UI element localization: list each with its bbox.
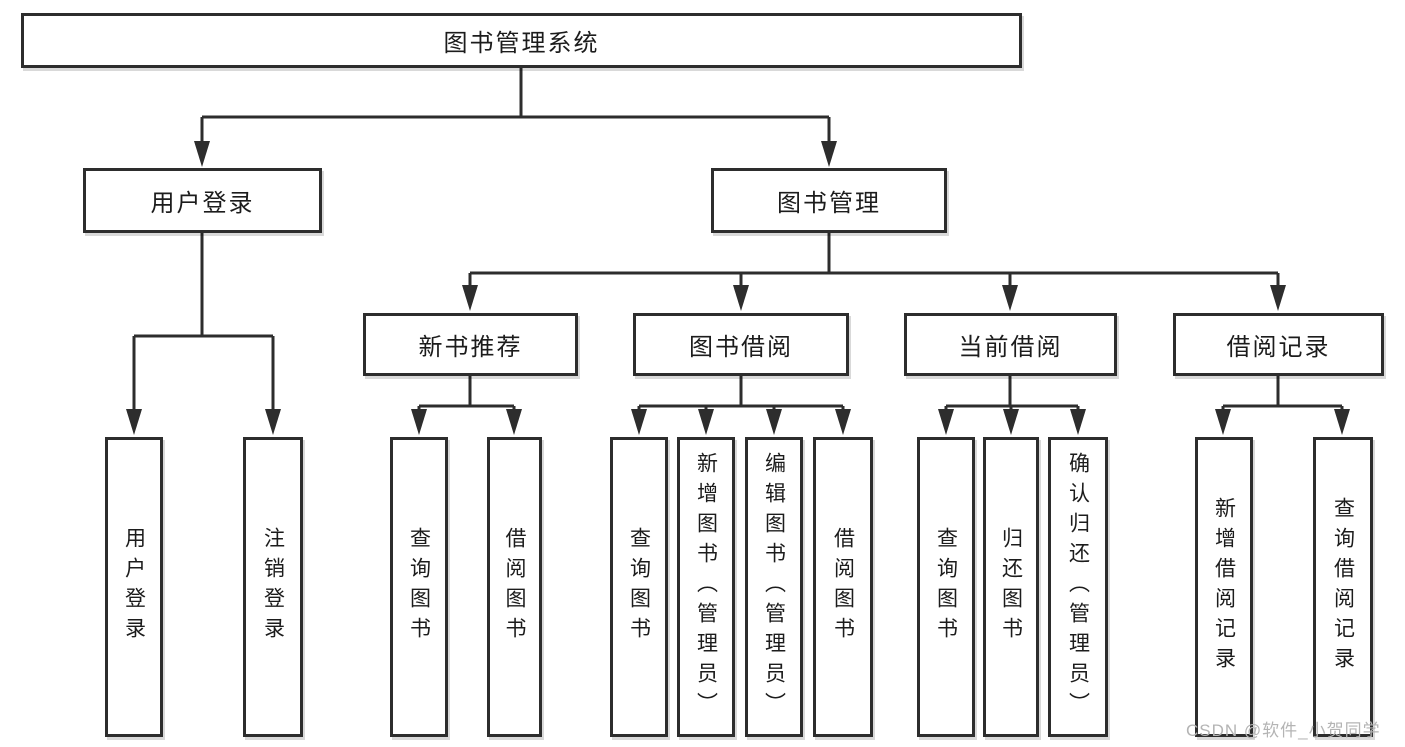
node-box-book-borrow: 图书借阅 [633, 313, 849, 376]
leaf-bb-query-book: 查询图书 [610, 437, 668, 737]
arrowhead-br-leaf-1 [1215, 409, 1231, 435]
arrowhead-bb-leaf-2 [698, 409, 714, 435]
leaf-cb-query-book: 查询图书 [917, 437, 975, 737]
arrowhead-nb-leaf-1 [411, 409, 427, 435]
leaf-br-add-record: 新增借阅记录 [1195, 437, 1253, 737]
csdn-watermark: CSDN @软件_小贺同学 [1186, 721, 1381, 740]
arrowhead-br-leaf-2 [1334, 409, 1350, 435]
arrowhead-cb-leaf-3 [1070, 409, 1086, 435]
leaf-user-login: 用户登录 [105, 437, 163, 737]
node-box-new-book-recommend: 新书推荐 [363, 313, 578, 376]
arrowhead-current-borrow [1002, 285, 1018, 311]
node-box-book-management: 图书管理 [711, 168, 947, 233]
node-box-current-borrow: 当前借阅 [904, 313, 1117, 376]
arrowhead-bb-leaf-3 [766, 409, 782, 435]
leaf-br-query-record: 查询借阅记录 [1313, 437, 1373, 737]
leaf-nb-borrow-book: 借阅图书 [487, 437, 542, 737]
leaf-cb-confirm-return-admin: 确认归还（管理员） [1048, 437, 1108, 737]
node-box-root: 图书管理系统 [21, 13, 1022, 68]
connector-new-book-children [417, 376, 516, 411]
node-box-user-login: 用户登录 [83, 168, 322, 233]
arrowhead-new-book [462, 285, 478, 311]
arrowhead-bb-leaf-1 [631, 409, 647, 435]
connector-current-borrow-children [944, 376, 1080, 411]
leaf-bb-borrow-book: 借阅图书 [813, 437, 873, 737]
leaf-bb-edit-book-admin: 编辑图书（管理员） [745, 437, 803, 737]
arrowhead-book-management [821, 141, 837, 167]
leaf-logout: 注销登录 [243, 437, 303, 737]
arrowhead-cb-leaf-2 [1003, 409, 1019, 435]
arrowhead-login-leaf-1 [126, 409, 142, 435]
connector-book-management-children [468, 233, 1280, 287]
connector-user-login-children [132, 233, 275, 411]
leaf-bb-add-book-admin: 新增图书（管理员） [677, 437, 735, 737]
connector-borrow-record-children [1221, 376, 1344, 411]
connector-root-to-level2 [200, 68, 831, 143]
connector-book-borrow-children [637, 376, 845, 411]
arrowhead-user-login [194, 141, 210, 167]
arrowhead-book-borrow [733, 285, 749, 311]
arrowhead-cb-leaf-1 [938, 409, 954, 435]
node-box-borrow-record: 借阅记录 [1173, 313, 1384, 376]
arrowhead-borrow-record [1270, 285, 1286, 311]
arrowhead-login-leaf-2 [265, 409, 281, 435]
arrowhead-bb-leaf-4 [835, 409, 851, 435]
leaf-nb-query-book: 查询图书 [390, 437, 448, 737]
arrowhead-nb-leaf-2 [506, 409, 522, 435]
leaf-cb-return-book: 归还图书 [983, 437, 1039, 737]
